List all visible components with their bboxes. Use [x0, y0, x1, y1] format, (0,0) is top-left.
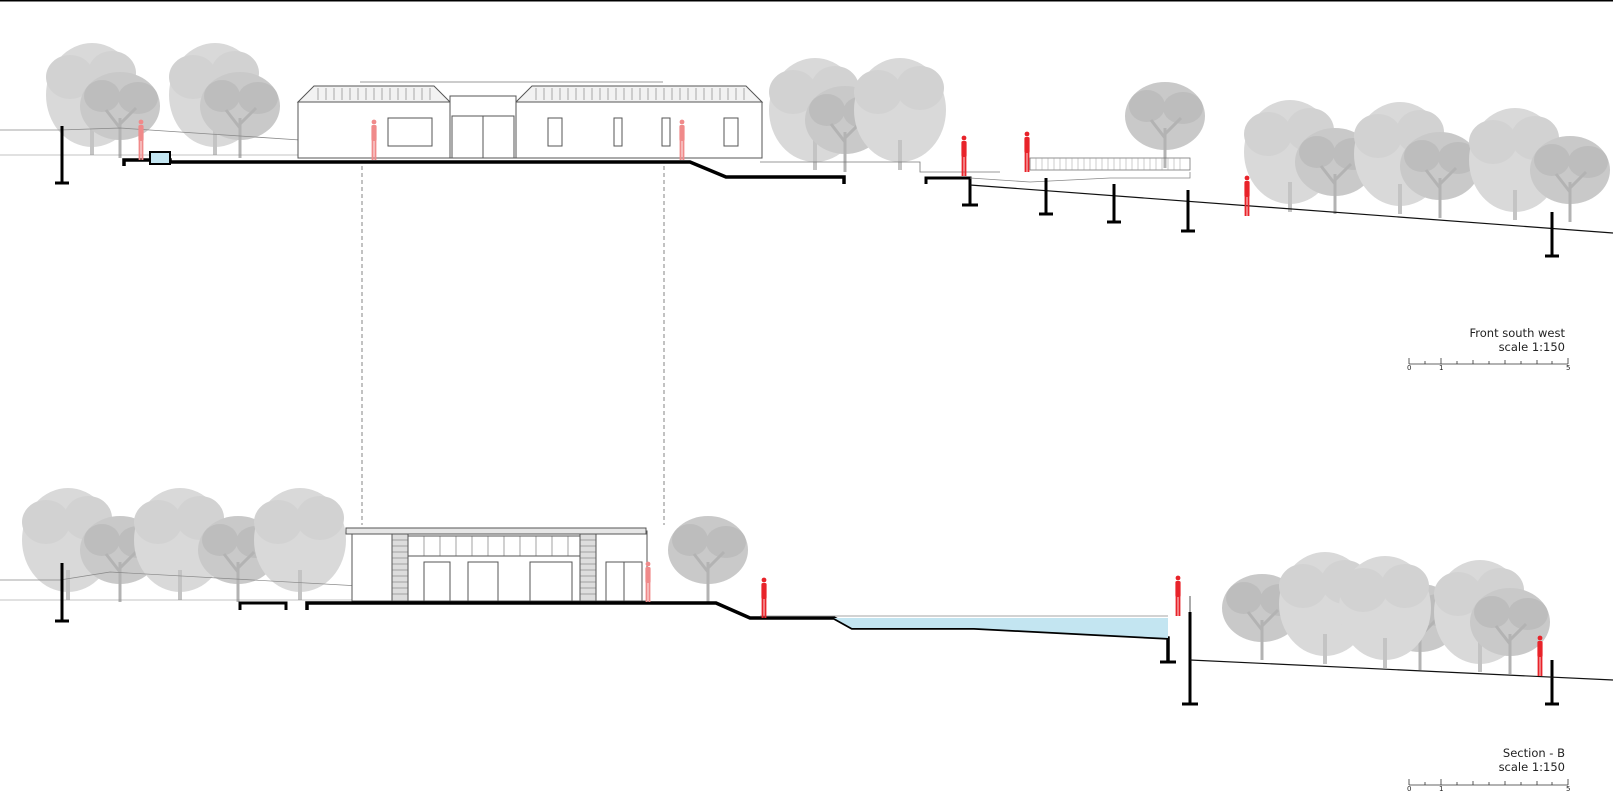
- ground-line: [122, 158, 846, 184]
- ground-line: [238, 601, 288, 610]
- drawing-scale: scale 1:150: [1498, 340, 1565, 354]
- scale-tick-label: 1: [1439, 785, 1444, 793]
- tree-icon: [46, 43, 282, 160]
- alignment-lines: [361, 166, 665, 525]
- scale-tick-label: 0: [1407, 364, 1412, 372]
- scale-bar-bottom: [1408, 779, 1569, 786]
- scale-tick-label: 5: [1566, 785, 1571, 793]
- front-south-west-elevation: [0, 43, 1613, 258]
- scale-bar-top: [1408, 358, 1569, 365]
- pool-small: [149, 151, 171, 165]
- person-figure-icon: [645, 561, 651, 602]
- person-figure-icon: [961, 131, 1250, 216]
- tree-icon: [22, 488, 1552, 676]
- scale-tick-label: 1: [1439, 364, 1444, 372]
- scale-tick-label: 0: [1407, 785, 1412, 793]
- pool: [834, 618, 1168, 638]
- drawing-title: Front south west: [1469, 326, 1566, 340]
- section-b-drawing: [0, 488, 1613, 706]
- drawing-title: Section - B: [1502, 746, 1565, 760]
- drawing-scale: scale 1:150: [1498, 760, 1565, 774]
- scale-tick-label: 5: [1566, 364, 1571, 372]
